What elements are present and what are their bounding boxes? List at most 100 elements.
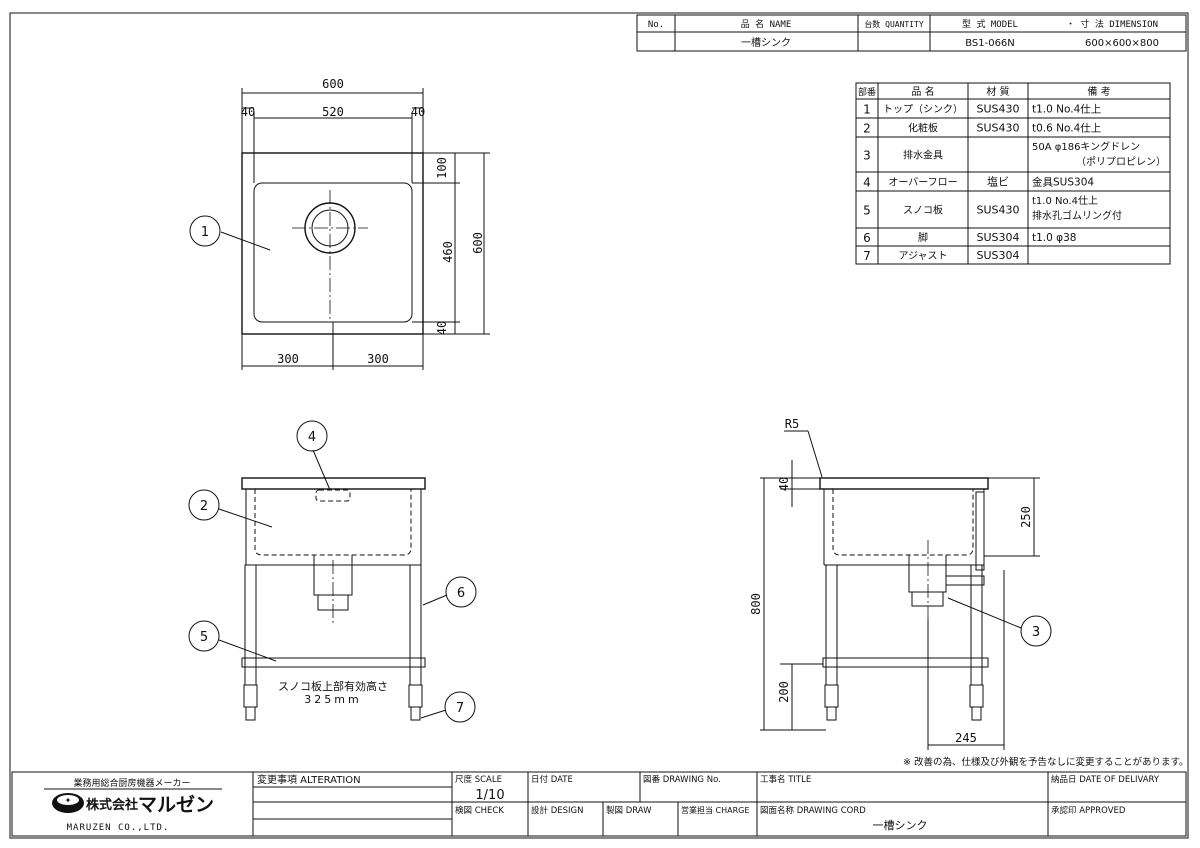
parts-row-material: SUS430 [976,122,1019,135]
plan-view: 600 40 520 40 100 460 40 600 300 300 1 [189,77,490,370]
plan-dim-inner-width: 520 [322,105,344,119]
side-drain [908,555,947,593]
parts-row-name: 脚 [918,231,928,244]
header-col-dimension: ・ 寸 法 DIMENSION [1066,18,1158,30]
parts-row-no: 1 [863,103,871,117]
parts-row-name: トップ（シンク） [883,104,963,116]
side-shelf [822,657,989,668]
drawing-cord-label: 図面名称 DRAWING CORD [760,805,866,816]
side-dim-height: 800 [749,593,763,615]
parts-row-note: 金具SUS304 [1032,176,1094,189]
side-balloon-3: 3 [1032,625,1040,640]
approved-label: 承認印 APPROVED [1051,805,1126,816]
front-balloon-4: 4 [308,430,316,445]
side-view: R5 40 800 200 250 245 3 [749,417,1052,750]
side-dim-bowl: 250 [1019,506,1033,528]
header-col-model: 型 式 MODEL [962,18,1018,30]
side-dim-shelf: 200 [777,681,791,703]
sheet-border [9,12,1189,839]
alteration-label: 変更事項 ALTERATION [257,773,361,786]
side-bowl [832,489,974,556]
draw-label: 製図 DRAW [606,805,652,816]
front-shelf [241,657,426,668]
plan-dim-inner-depth: 460 [441,241,455,263]
parts-row-note-2: 排水孔ゴムリング付 [1032,209,1122,222]
parts-row-no: 3 [863,149,871,163]
date-label: 日付 DATE [531,774,573,785]
header-dimension-value: 600×600×800 [1085,38,1159,49]
parts-row-name: アジャスト [898,251,947,262]
front-view: スノコ板上部有効高さ 325mm 4 2 6 5 7 [188,420,477,723]
plan-dim-total-width: 600 [322,77,344,91]
header-col-name: 品 名 NAME [741,18,792,30]
front-top [241,477,426,490]
plan-balloon-1: 1 [201,225,209,240]
side-radius-label: R5 [785,417,799,431]
parts-row-no: 6 [863,231,871,245]
front-overflow [315,489,351,502]
parts-row-note: 50A φ186キングドレン [1032,140,1140,153]
plan-dim-total-depth: 600 [471,232,485,254]
side-dim-depth: 245 [955,731,977,745]
parts-header-note: 備 考 [1087,85,1110,98]
parts-row-note-2: （ポリプロピレン） [1076,156,1166,168]
header-col-qty: 台数 QUANTITY [864,19,924,29]
parts-table: 部番 品 名 材 質 備 考 1 トップ（シンク） SUS430 t1.0 No.4仕… [855,82,1171,265]
parts-row-name: 化粧板 [908,122,938,135]
plan-dim-half-left: 300 [277,352,299,366]
plan-dim-right-margin: 40 [411,105,425,119]
front-balloon-5: 5 [200,630,208,645]
parts-header-no: 部番 [858,86,876,98]
title-label: 工事名 TITLE [760,774,811,785]
parts-header-name: 品 名 [911,85,934,98]
parts-row-note: t0.6 No.4仕上 [1032,122,1101,135]
design-label: 設計 DESIGN [531,805,583,816]
parts-row-material: SUS430 [976,204,1019,217]
parts-row-no: 7 [863,249,871,263]
parts-header-material: 材 質 [986,85,1009,98]
drawing-cord-value: 一槽シンク [873,819,928,832]
scale-label: 尺度 SCALE [455,774,502,785]
header-model-value: BS1-066N [965,38,1015,49]
company-prefix: 株式会社 [86,797,138,813]
title-block: 業務用総合厨房機器メーカー ✦ 株式会社 マルゼン MARUZEN CO.,LT… [11,771,1187,837]
company-brand: マルゼン [138,793,214,816]
header-col-no: No. [648,20,664,30]
parts-row-name: スノコ板 [903,204,943,217]
company-en: MARUZEN CO.,LTD. [67,823,170,833]
parts-row-no: 5 [863,204,871,218]
svg-text:✦: ✦ [65,796,72,805]
parts-row-material: SUS430 [976,103,1019,116]
maker-caption: 業務用総合厨房機器メーカー [73,777,190,789]
side-overflow-pipe [975,491,985,571]
parts-row-material: SUS304 [976,249,1019,262]
footnote: ※ 改善の為、仕様及び外観を予告なしに変更することがあります。 [903,756,1189,768]
plan-dim-bottom-margin: 40 [435,321,449,335]
front-note-line1: スノコ板上部有効高さ [278,679,388,693]
parts-row-no: 4 [863,176,871,190]
scale-value: 1/10 [475,788,504,803]
company-logo-icon: ✦ [52,793,84,813]
parts-row-name: オーバーフロー [888,177,957,189]
parts-row-material: 塩ビ [987,175,1009,189]
side-dim-top: 40 [777,477,791,491]
front-balloon-2: 2 [200,499,208,514]
charge-label: 営業担当 CHARGE [681,805,749,815]
parts-row-note: t1.0 No.4仕上 [1032,103,1101,116]
header-name-value: 一槽シンク [741,36,791,49]
plan-dim-left-margin: 40 [241,105,255,119]
plan-outer-top [241,152,424,335]
front-balloon-6: 6 [457,586,465,601]
parts-row-note: t1.0 No.4仕上 [1032,194,1098,207]
header-table: No. 品 名 NAME 台数 QUANTITY 型 式 MODEL ・ 寸 法… [636,14,1187,52]
side-top [819,477,989,490]
parts-row-no: 2 [863,122,871,136]
plan-dim-half-right: 300 [367,352,389,366]
front-bowl [254,489,412,556]
parts-row-note: t1.0 φ38 [1032,232,1076,244]
plan-dim-top-margin: 100 [435,157,449,179]
parts-row-material: SUS304 [976,231,1019,244]
check-label: 検図 CHECK [455,805,504,816]
parts-row-name: 排水金具 [903,149,943,162]
